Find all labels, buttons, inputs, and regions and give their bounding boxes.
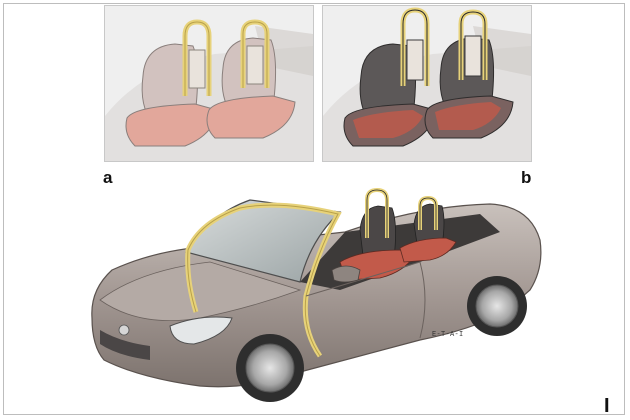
panel-a-seats-bars-retracted <box>104 5 314 162</box>
grille <box>100 330 150 360</box>
figure-number-label: I <box>604 395 610 417</box>
panel-b-seats-bars-deployed <box>322 5 532 162</box>
rear-wheel-rim <box>475 284 519 328</box>
source-code-label: E-T-A-I <box>432 331 464 339</box>
side-mirror <box>331 265 361 283</box>
seats-illustration-a <box>105 6 313 161</box>
panel-b-label: b <box>521 168 532 187</box>
seats-illustration-b <box>323 6 531 161</box>
badge-icon <box>118 324 130 336</box>
passenger-seat-cushion <box>399 237 457 263</box>
front-wheel-rim <box>245 343 295 393</box>
headlight <box>169 316 233 345</box>
figure-frame <box>3 3 625 415</box>
panel-a-label: a <box>103 168 113 187</box>
